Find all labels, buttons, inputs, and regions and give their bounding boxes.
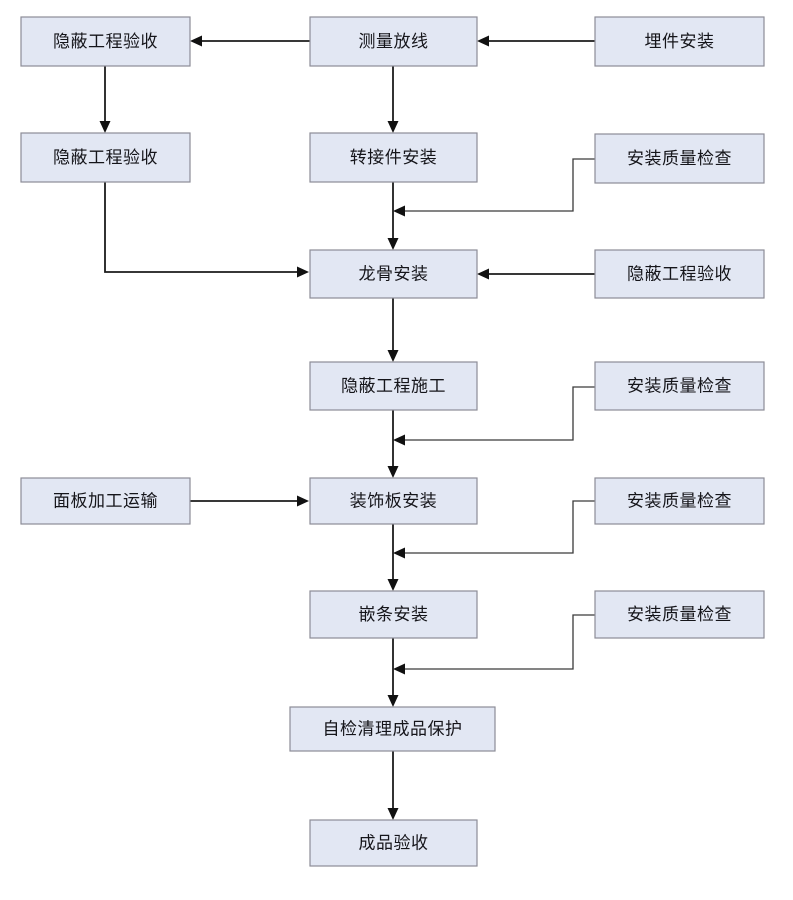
node-label: 自检清理成品保护 — [323, 719, 463, 738]
node-label: 隐蔽工程施工 — [341, 376, 446, 395]
node-label: 安装质量检查 — [627, 376, 732, 395]
arrow-head-icon — [297, 495, 309, 507]
node-box[interactable] — [309, 477, 478, 525]
flow-node-n3[interactable]: 埋件安装 — [594, 16, 765, 67]
flow-node-n11[interactable]: 面板加工运输 — [20, 477, 191, 525]
node-box[interactable] — [309, 590, 478, 639]
flow-node-n14[interactable]: 嵌条安装 — [309, 590, 478, 639]
node-label: 安装质量检查 — [627, 605, 732, 624]
node-box[interactable] — [309, 16, 478, 67]
node-label: 安装质量检查 — [627, 491, 732, 510]
node-box[interactable] — [594, 477, 765, 525]
connector-n2-to-n5 — [387, 66, 399, 133]
node-label: 转接件安装 — [350, 148, 438, 167]
node-box[interactable] — [309, 249, 478, 299]
arrow-head-icon — [190, 35, 202, 47]
node-label: 隐蔽工程验收 — [53, 32, 158, 51]
flow-node-n8[interactable]: 隐蔽工程验收 — [594, 249, 765, 299]
node-box[interactable] — [289, 706, 496, 752]
arrow-head-icon — [387, 695, 399, 707]
arrow-head-icon — [387, 466, 399, 478]
connector-line — [401, 500, 595, 554]
connector-n10-to-n9-n12-link — [393, 386, 595, 446]
arrow-head-icon — [393, 434, 405, 446]
connector-line — [104, 182, 300, 273]
connector-n2-to-n1 — [190, 35, 310, 47]
connector-n3-to-n2 — [477, 35, 595, 47]
node-box[interactable] — [594, 361, 765, 411]
connector-n8-to-n7 — [477, 268, 595, 280]
node-layer: 隐蔽工程验收测量放线埋件安装隐蔽工程验收转接件安装安装质量检查龙骨安装隐蔽工程验… — [20, 16, 765, 867]
flow-node-n7[interactable]: 龙骨安装 — [309, 249, 478, 299]
node-box[interactable] — [20, 477, 191, 525]
arrow-head-icon — [297, 266, 309, 278]
arrow-head-icon — [387, 579, 399, 591]
connector-n9-to-n12 — [387, 410, 399, 478]
arrow-head-icon — [387, 808, 399, 820]
node-box[interactable] — [309, 132, 478, 183]
node-box[interactable] — [594, 249, 765, 299]
node-label: 隐蔽工程验收 — [53, 148, 158, 167]
arrow-head-icon — [393, 205, 405, 217]
arrow-head-icon — [387, 350, 399, 362]
flow-node-n9[interactable]: 隐蔽工程施工 — [309, 361, 478, 411]
node-box[interactable] — [594, 133, 765, 184]
flow-node-n12[interactable]: 装饰板安装 — [309, 477, 478, 525]
connector-line — [401, 158, 595, 212]
arrow-head-icon — [99, 121, 111, 133]
flow-node-n10[interactable]: 安装质量检查 — [594, 361, 765, 411]
connector-n4-to-n7 — [104, 182, 309, 278]
connector-n1-to-n4 — [99, 66, 111, 133]
connector-n6-to-n5-n7-link — [393, 158, 595, 217]
node-label: 龙骨安装 — [359, 264, 429, 283]
flow-node-n16[interactable]: 自检清理成品保护 — [289, 706, 496, 752]
node-box[interactable] — [594, 16, 765, 67]
connector-n15-to-n14-n16-link — [393, 614, 595, 675]
connector-n5-to-n7 — [387, 182, 399, 250]
node-label: 成品验收 — [359, 833, 429, 852]
node-label: 隐蔽工程验收 — [627, 264, 732, 283]
connector-n7-to-n9 — [387, 298, 399, 362]
connector-n16-to-n17 — [387, 751, 399, 820]
node-label: 装饰板安装 — [350, 491, 438, 510]
connector-n14-to-n16 — [387, 638, 399, 707]
connector-n13-to-n12-n14-link — [393, 500, 595, 559]
flow-node-n1[interactable]: 隐蔽工程验收 — [20, 16, 191, 67]
flow-node-n5[interactable]: 转接件安装 — [309, 132, 478, 183]
node-box[interactable] — [20, 16, 191, 67]
node-label: 面板加工运输 — [53, 491, 158, 510]
flow-node-n6[interactable]: 安装质量检查 — [594, 133, 765, 184]
connector-n11-to-n12 — [190, 495, 309, 507]
node-label: 安装质量检查 — [627, 149, 732, 168]
arrow-head-icon — [393, 547, 405, 559]
node-box[interactable] — [309, 361, 478, 411]
connector-layer — [99, 35, 595, 820]
arrow-head-icon — [387, 121, 399, 133]
connector-n12-to-n14 — [387, 524, 399, 591]
arrow-head-icon — [477, 35, 489, 47]
node-label: 测量放线 — [359, 32, 429, 51]
arrow-head-icon — [393, 663, 405, 675]
flow-node-n13[interactable]: 安装质量检查 — [594, 477, 765, 525]
node-box[interactable] — [20, 132, 191, 183]
node-label: 埋件安装 — [645, 32, 715, 51]
connector-line — [401, 614, 595, 670]
node-label: 嵌条安装 — [359, 605, 429, 624]
flow-node-n2[interactable]: 测量放线 — [309, 16, 478, 67]
arrow-head-icon — [477, 268, 489, 280]
node-box[interactable] — [594, 590, 765, 639]
flow-node-n4[interactable]: 隐蔽工程验收 — [20, 132, 191, 183]
flow-node-n15[interactable]: 安装质量检查 — [594, 590, 765, 639]
connector-line — [401, 386, 595, 441]
arrow-head-icon — [387, 238, 399, 250]
flow-node-n17[interactable]: 成品验收 — [309, 819, 478, 867]
node-box[interactable] — [309, 819, 478, 867]
